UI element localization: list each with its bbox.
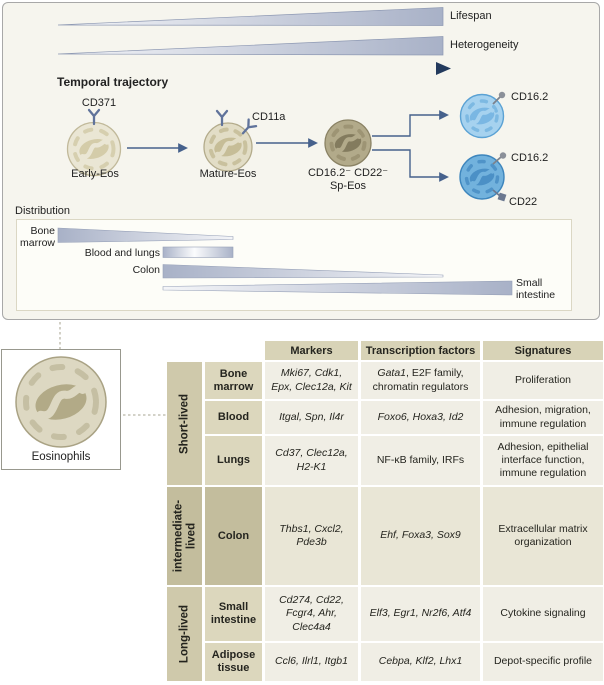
site-colon: Colon: [132, 264, 160, 276]
cell-blood-markers: Itgal, Spn, Il4r: [265, 401, 358, 434]
cd162-bottom-label: CD16.2: [511, 152, 549, 164]
cell-bone-marrow-signatures: Proliferation: [483, 362, 603, 399]
cd22-label: CD22: [509, 196, 538, 208]
group-label-long-lived: Long-lived: [167, 587, 202, 681]
cell-small-intestine-tf: Elf3, Egr1, Nr2f6, Atf4: [361, 587, 480, 641]
column-header-markers: Markers: [265, 341, 358, 360]
cell-blood-tf: Foxo6, Hoxa3, Id2: [361, 401, 480, 434]
lifespan-label: Lifespan: [450, 10, 492, 22]
cell-adipose-tissue-markers: Ccl6, Ilrl1, Itgb1: [265, 643, 358, 681]
cell-colon-signatures: Extracellular matrix organization: [483, 487, 603, 585]
cell-colon-tf: Ehf, Foxa3, Sox9: [361, 487, 480, 585]
cell-lungs-signatures: Adhesion, epithelial interface function,…: [483, 436, 603, 485]
tissue-label-blood: Blood: [205, 401, 262, 434]
tissue-label-adipose-tissue: Adipose tissue: [205, 643, 262, 681]
temporal-trajectory-label: Temporal trajectory: [57, 75, 169, 89]
tissue-label-lungs: Lungs: [205, 436, 262, 485]
column-header-transcription-factors: Transcription factors: [361, 341, 480, 360]
tissue-label-bone-marrow: Bone marrow: [205, 362, 262, 399]
cell-lungs-tf: NF-κB family, IRFs: [361, 436, 480, 485]
mature-eos-label: Mature-Eos: [199, 168, 257, 180]
cell-bone-marrow-markers: Mki67, Cdk1, Epx, Clec12a, Kit: [265, 362, 358, 399]
cell-adipose-tissue-tf: Cebpa, Klf2, Lhx1: [361, 643, 480, 681]
sp-eos-markers-label: CD16.2⁻ CD22⁻: [307, 167, 389, 179]
cell-bone-marrow-tf: Gata1, E2F family, chromatin regulators: [361, 362, 480, 399]
cell-colon-markers: Thbs1, Cxcl2, Pde3b: [265, 487, 358, 585]
cd11a-label: CD11a: [252, 111, 286, 123]
heterogeneity-label: Heterogeneity: [450, 39, 519, 51]
cell-lungs-markers: Cd37, Clec12a, H2-K1: [265, 436, 358, 485]
group-label-intermediate-lived: intermediate-lived: [167, 487, 202, 585]
cell-blood-signatures: Adhesion, migration, immune regulation: [483, 401, 603, 434]
distribution-title: Distribution: [15, 205, 71, 217]
eosinophils-label: Eosinophils: [31, 451, 91, 463]
site-small-intestine: Small intestine: [516, 277, 556, 302]
cell-small-intestine-signatures: Cytokine signaling: [483, 587, 603, 641]
cell-adipose-tissue-signatures: Depot-specific profile: [483, 643, 603, 681]
sp-eos-label: Sp-Eos: [329, 180, 367, 192]
site-bone-marrow: Bone marrow: [19, 225, 55, 250]
tissue-label-small-intestine: Small intestine: [205, 587, 262, 641]
distribution-box: [16, 219, 572, 311]
tissue-label-colon: Colon: [205, 487, 262, 585]
site-blood-lungs: Blood and lungs: [84, 247, 160, 259]
early-eos-label: Early-Eos: [71, 168, 119, 180]
column-header-signatures: Signatures: [483, 341, 603, 360]
cell-small-intestine-markers: Cd274, Cd22, Fcgr4, Ahr, Clec4a4: [265, 587, 358, 641]
cd162-top-label: CD16.2: [511, 91, 549, 103]
cd371-label: CD371: [81, 97, 117, 109]
group-label-short-lived: Short-lived: [167, 362, 202, 485]
